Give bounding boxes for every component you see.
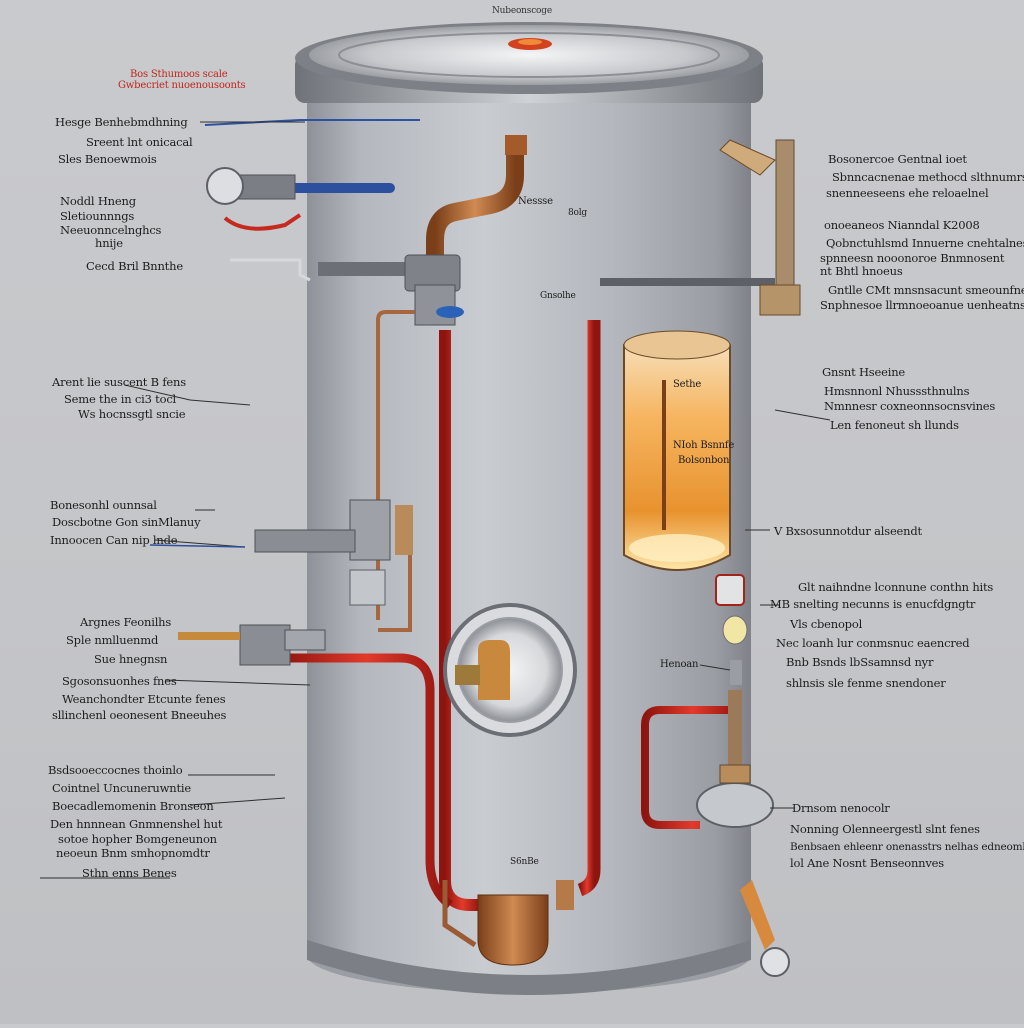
left-label: Innoocen Can nip lnde (50, 533, 178, 547)
right-label: nt Bhtl hnoeus (820, 264, 903, 278)
center-label: Henoan (660, 659, 699, 670)
right-label: spnneesn nooonoroe Bnmnosent (820, 251, 1005, 265)
right-label: Nmnnesr coxneonnsocnsvines (824, 399, 996, 413)
right-label: Drnsom nenocolr (792, 801, 890, 815)
right-label: Gntlle CMt mnsnsacunt smeounfnes (828, 283, 1024, 297)
right-label: MB snelting necunns is enucfdgngtr (770, 597, 976, 611)
left-label: Sue hnegnsn (94, 652, 168, 666)
left-label: Arent lie suscent B fens (52, 375, 186, 389)
tank-lid (309, 25, 749, 85)
right-label: Bnb Bsnds lbSsamnsd nyr (786, 655, 934, 669)
red-label-1: Bos Sthumoos scale (130, 69, 228, 80)
left-label: Sreent lnt onicacal (86, 135, 193, 149)
right-label: shlnsis sle fenme snendoner (786, 676, 946, 690)
left-label: Cointnel Uncuneruwntie (52, 781, 191, 795)
left-label: Ws hocnssgtl sncie (78, 407, 186, 421)
center-label: Gnsolhe (540, 291, 576, 301)
left-label: Bonesonhl ounnsal (50, 498, 157, 512)
right-label: Hmsnnonl Nhusssthnulns (824, 384, 970, 398)
center-label: S6nBe (510, 857, 539, 867)
center-label: Sethe (673, 379, 702, 390)
red-label-2: Gwbecriet nuoenousoonts (118, 80, 246, 91)
left-label: sllinchenl oeonesent Bneeuhes (52, 708, 227, 722)
right-label: snenneeseens ehe reloaelnel (826, 186, 989, 200)
top-caption: Nubeonscoge (492, 6, 552, 16)
right-label: Qobnctuhlsmd Innuerne cnehtalnes (826, 236, 1024, 250)
left-label: Neeuonncelnghcs (60, 223, 162, 237)
left-label: Hesge Benhebmdhning (55, 115, 188, 129)
center-label: Bolsonbon (678, 455, 730, 466)
left-label: Weanchondter Etcunte fenes (62, 692, 226, 706)
right-label: Nec loanh lur conmsnuc eaencred (776, 636, 970, 650)
left-label: hnije (95, 236, 123, 250)
right-label: lol Ane Nosnt Benseonnves (790, 856, 944, 870)
right-label: Benbsaen ehleenr onenasstrs nelhas edneo… (790, 841, 1024, 853)
right-label: Vls cbenopol (790, 617, 863, 631)
right-label: Sbnncacnenae methocd slthnumrs (832, 170, 1024, 184)
left-label: neoeun Bnm smhopnomdtr (56, 846, 210, 860)
left-label: Bsdsooeccocnes thoinlo (48, 763, 183, 777)
left-label: Sple nmlluenmd (66, 633, 159, 647)
right-label: V Bxsosunnotdur alseendt (774, 524, 922, 538)
left-label: Sgosonsuonhes fnes (62, 674, 177, 688)
left-label: Sletiounnngs (60, 209, 135, 223)
left-label: Sthn enns Benes (82, 866, 177, 880)
right-label: Gnsnt Hseeine (822, 365, 906, 379)
left-label: Argnes Feonilhs (80, 615, 172, 629)
right-label: Bosonercoe Gentnal ioet (828, 152, 967, 166)
right-label: Nonning Olenneergestl slnt fenes (790, 822, 980, 836)
left-label: Cecd Bril Bnnthe (86, 259, 183, 273)
center-label: NIoh Bsnnfe (673, 440, 735, 451)
left-label: Den hnnnean Gnmnenshel hut (50, 817, 223, 831)
left-label: sotoe hopher Bomgeneunon (58, 832, 217, 846)
right-label: Snphnesoe llrmnoeoanue uenheatns (820, 298, 1024, 312)
center-label: Nessse (518, 196, 553, 207)
left-label: Doscbotne Gon sinMlanuy (52, 515, 201, 529)
left-label: Boecadlemomenin Bronseon (52, 799, 214, 813)
left-label: Noddl Hneng (60, 194, 136, 208)
right-label: Len fenoneut sh llunds (830, 418, 959, 432)
left-label: Sles Benoewmois (58, 152, 157, 166)
left-label: Seme the in ci3 tocl (64, 392, 177, 406)
right-label: onoeaneos Nianndal K2008 (824, 218, 980, 232)
center-label: 8olg (568, 208, 587, 218)
right-label: Glt naihndne lconnune conthn hits (798, 580, 994, 594)
